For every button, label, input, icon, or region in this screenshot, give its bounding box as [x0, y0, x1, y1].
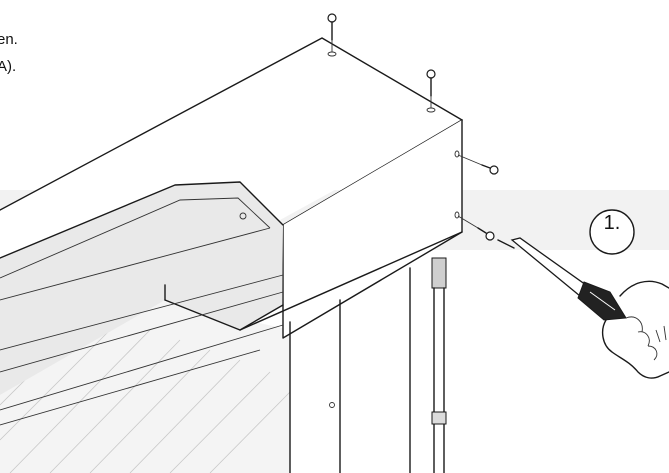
screwdriver-icon — [497, 237, 627, 321]
screw-hole-marker — [239, 212, 247, 220]
hand-icon — [601, 280, 669, 379]
screw-side-lower-icon — [454, 211, 495, 241]
screw-side-upper-icon — [454, 150, 499, 175]
step-badge-circle — [589, 209, 635, 255]
shutter-box-housing — [0, 37, 463, 426]
instruction-text-line-1: en. — [0, 31, 18, 48]
shutter-curtain — [0, 300, 291, 473]
screw-top-left-icon — [327, 13, 337, 57]
guide-rail — [289, 267, 411, 473]
crank-rod — [431, 257, 447, 473]
instruction-text-line-2: A). — [0, 58, 17, 75]
step-badge-label: 1. — [603, 212, 621, 234]
screw-top-right-icon — [426, 69, 436, 113]
